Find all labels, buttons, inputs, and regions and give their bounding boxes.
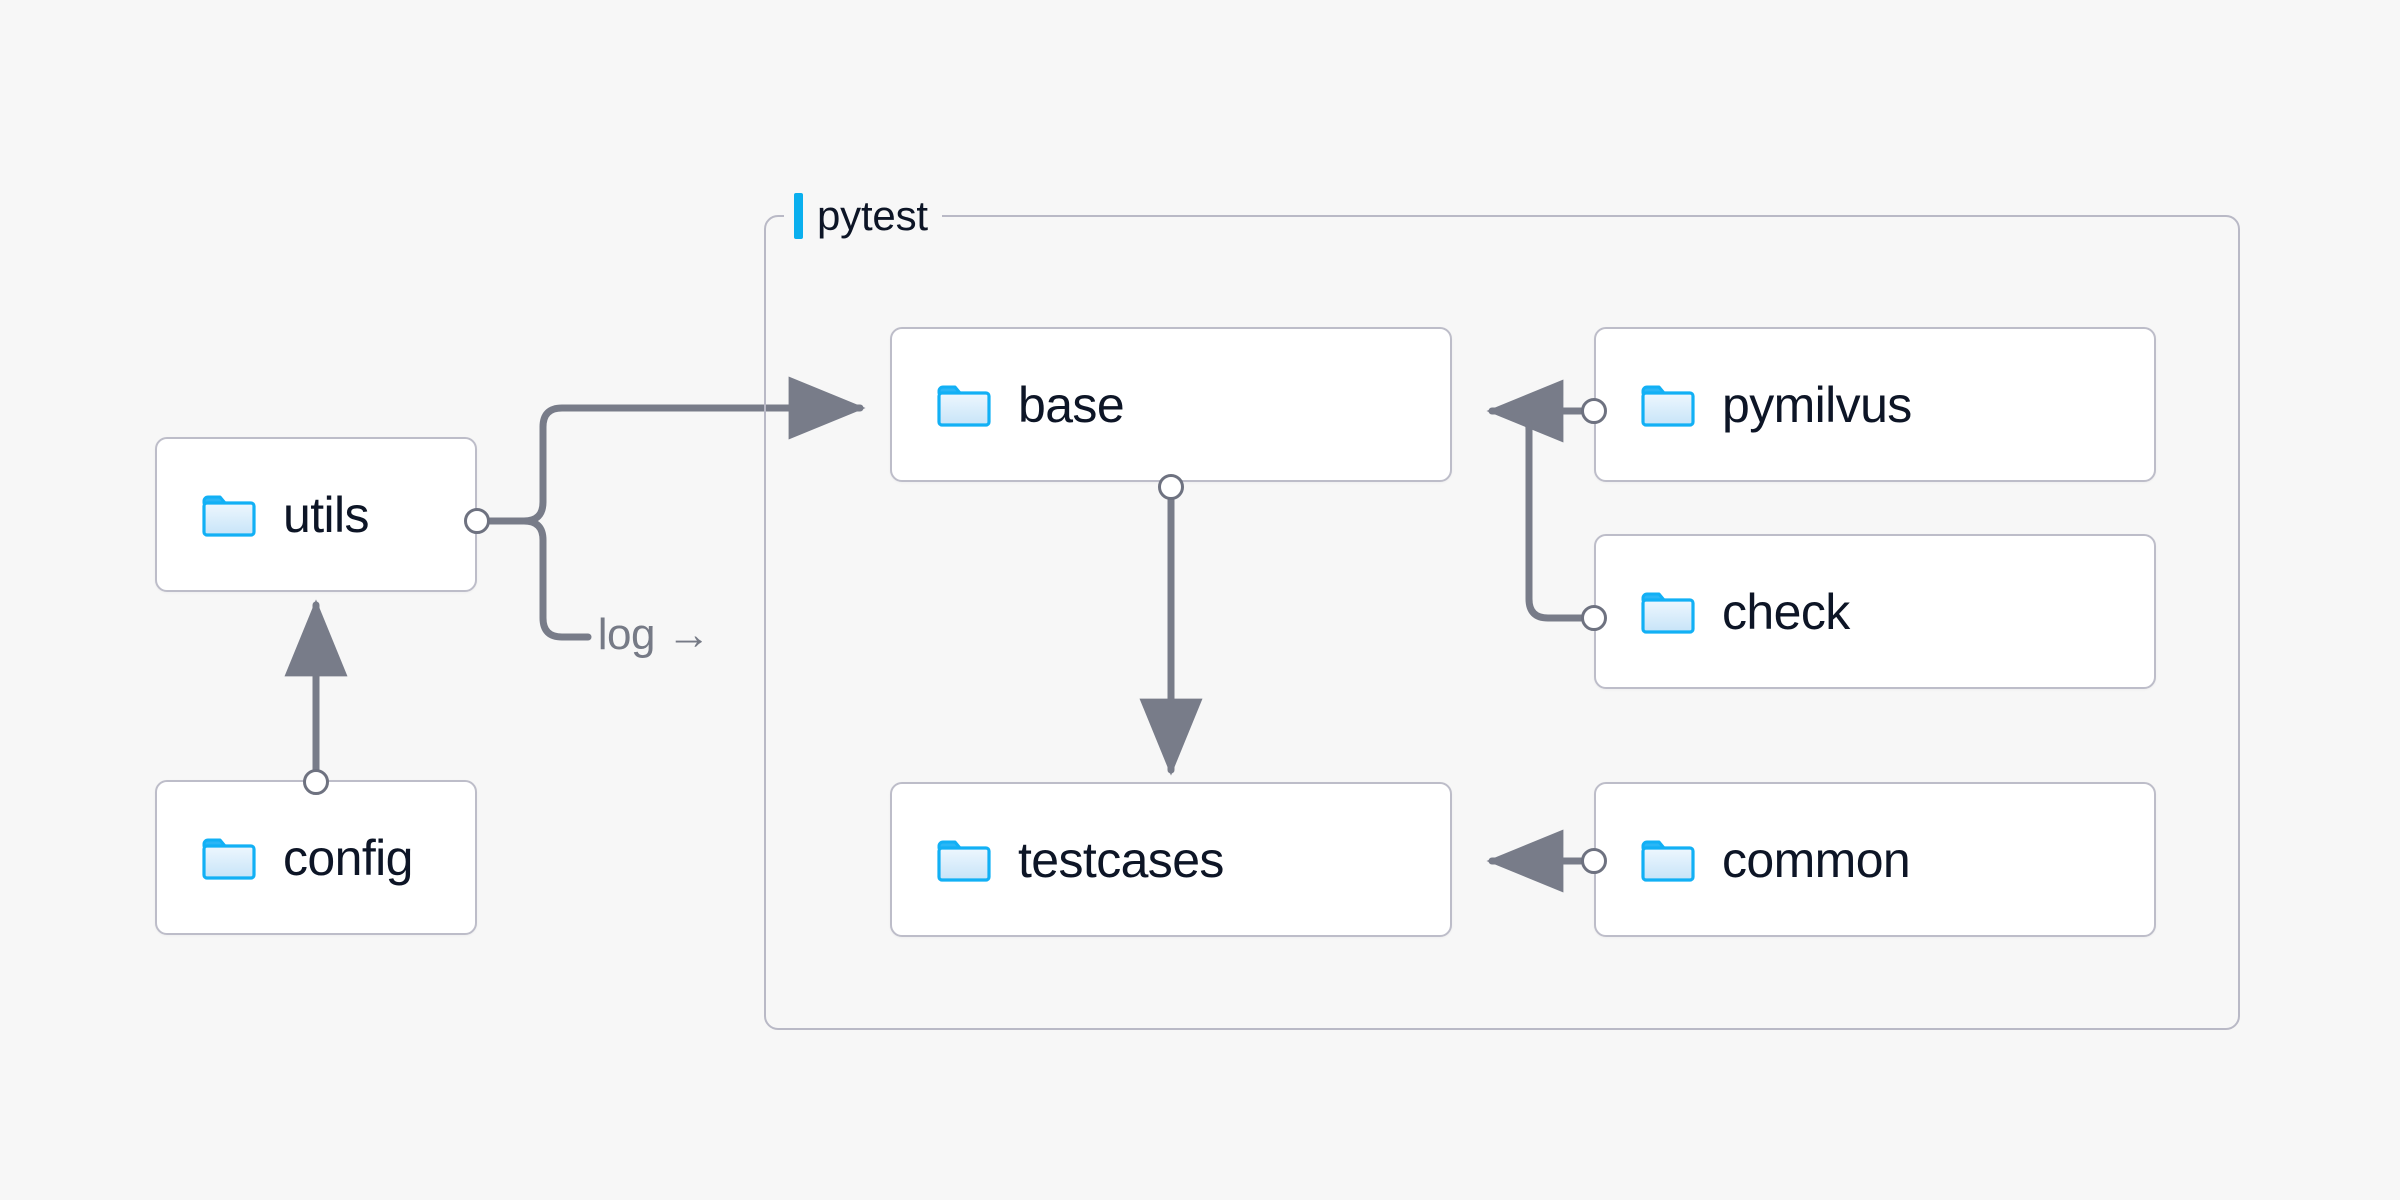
group-title-text: pytest <box>817 192 928 239</box>
folder-icon <box>202 838 256 880</box>
folder-icon <box>1641 385 1695 427</box>
node-label-utils: utils <box>283 486 370 543</box>
pytest-group-label: pytest <box>784 192 942 239</box>
node-common[interactable]: common <box>1594 782 2156 937</box>
node-label-check: check <box>1722 583 1850 640</box>
node-testcases[interactable]: testcases <box>890 782 1452 937</box>
node-content: pymilvus <box>1596 380 1912 430</box>
port-config-top[interactable] <box>303 769 329 795</box>
node-utils[interactable]: utils <box>155 437 477 592</box>
node-label-pymilvus: pymilvus <box>1722 376 1912 433</box>
node-label-config: config <box>283 829 413 886</box>
node-label-common: common <box>1722 831 1911 888</box>
node-content: testcases <box>892 835 1224 885</box>
folder-icon <box>937 385 991 427</box>
node-content: config <box>157 833 413 883</box>
folder-icon <box>1641 592 1695 634</box>
port-pymilvus-left[interactable] <box>1581 398 1607 424</box>
node-content: base <box>892 376 1125 433</box>
node-check[interactable]: check <box>1594 534 2156 689</box>
node-config[interactable]: config <box>155 780 477 935</box>
node-content: common <box>1596 831 1911 888</box>
node-base[interactable]: base <box>890 327 1452 482</box>
folder-icon <box>202 495 256 537</box>
port-check-left[interactable] <box>1581 605 1607 631</box>
folder-icon <box>937 840 991 882</box>
folder-icon <box>1641 840 1695 882</box>
node-pymilvus[interactable]: pymilvus <box>1594 327 2156 482</box>
edge-utils-to-log <box>520 517 592 641</box>
node-label-testcases: testcases <box>1018 831 1224 888</box>
accent-bar-icon <box>794 193 803 239</box>
node-content: utils <box>157 486 370 543</box>
port-common-left[interactable] <box>1581 848 1607 874</box>
pytest-group-container[interactable]: pytest <box>764 192 2240 1030</box>
node-content: check <box>1596 587 1850 637</box>
node-label-base: base <box>1018 376 1125 433</box>
port-utils-right[interactable] <box>464 508 490 534</box>
edge-label-log-label: log → <box>597 610 711 659</box>
port-base-bottom[interactable] <box>1158 474 1184 500</box>
